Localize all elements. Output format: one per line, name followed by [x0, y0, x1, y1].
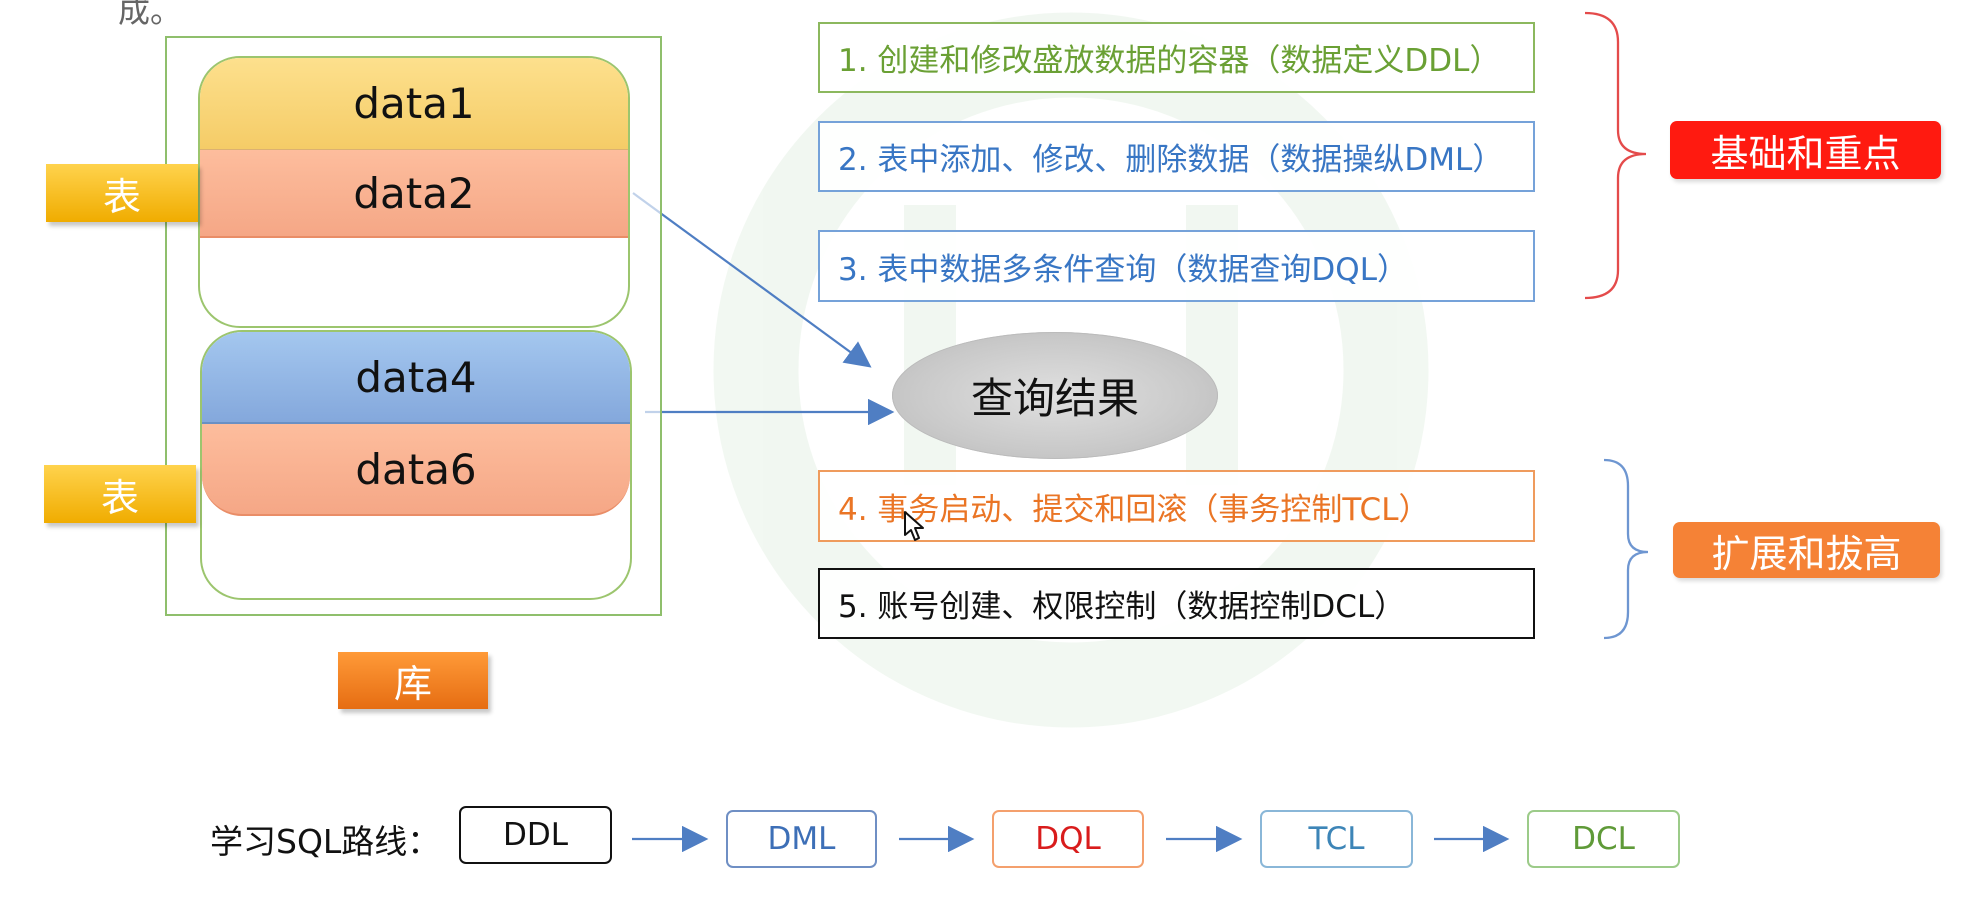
- data4-row: data4: [202, 332, 630, 424]
- table-tag-one: 表: [46, 164, 198, 222]
- basic-priority-badge: 基础和重点: [1670, 121, 1941, 179]
- route-step-ddl: DDL: [459, 806, 612, 864]
- route-step-dql: DQL: [992, 810, 1144, 868]
- extend-blue-brace: [1603, 458, 1649, 640]
- route-step-dcl: DCL: [1527, 810, 1680, 868]
- category-dml: 2. 表中添加、修改、删除数据（数据操纵DML）: [818, 121, 1535, 192]
- route-step-tcl: TCL: [1260, 810, 1413, 868]
- data6-row: data6: [202, 424, 630, 516]
- table-storage-one: data1 data2: [198, 56, 630, 328]
- category-dcl: 5. 账号创建、权限控制（数据控制DCL）: [818, 568, 1535, 639]
- category-dql: 3. 表中数据多条件查询（数据查询DQL）: [818, 230, 1535, 302]
- query-result-ellipse: 查询结果: [892, 332, 1218, 459]
- sql-route-label: 学习SQL路线：: [210, 822, 441, 861]
- category-ddl: 1. 创建和修改盛放数据的容器（数据定义DDL）: [818, 22, 1535, 93]
- database-tag: 库: [338, 652, 488, 709]
- data1-row: data1: [200, 58, 628, 150]
- basic-red-brace: [1584, 11, 1647, 300]
- route-step-dml: DML: [726, 810, 877, 868]
- top-text-fragment: 成。: [118, 0, 183, 30]
- table-storage-two: data4 data6: [200, 330, 632, 600]
- mouse-pointer-icon: [904, 511, 924, 541]
- extension-badge: 扩展和拔高: [1673, 522, 1940, 578]
- category-tcl: 4. 事务启动、提交和回滚（事务控制TCL）: [818, 470, 1535, 542]
- table-tag-two: 表: [44, 465, 196, 523]
- data2-row: data2: [200, 150, 628, 238]
